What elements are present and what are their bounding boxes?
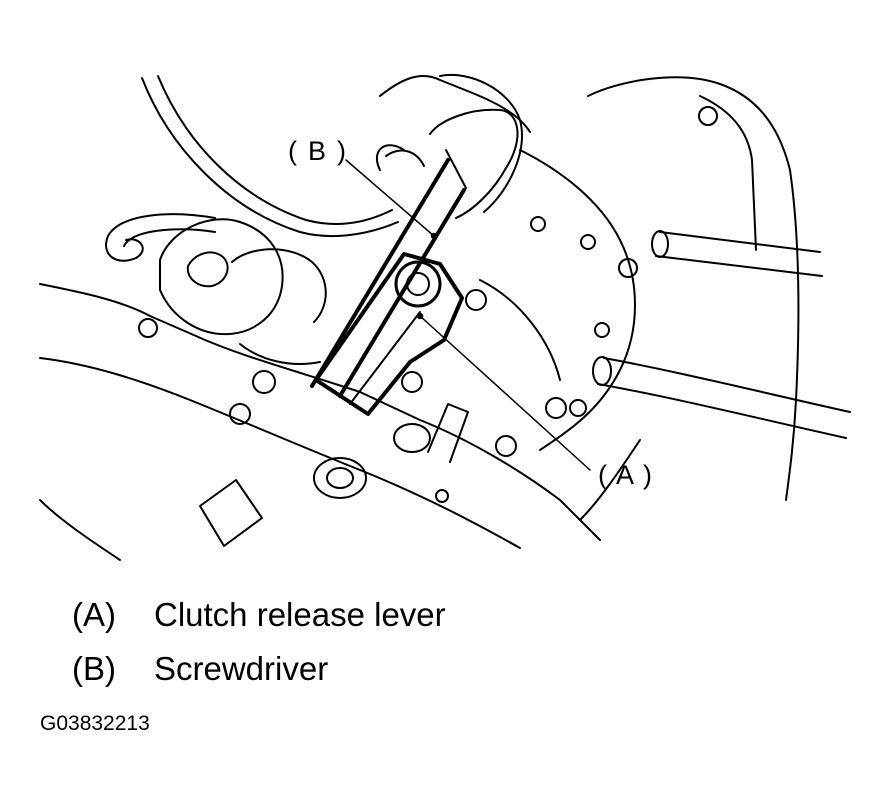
legend-item-a: (A) Clutch release lever [72, 598, 446, 631]
clutch-release-lever-illustration: (B) (A) [39, 73, 851, 561]
shaft-right-upper [651, 230, 823, 277]
leader-lines [345, 159, 591, 471]
screwdriver [310, 108, 519, 398]
shaft-right-lower [592, 356, 851, 439]
cable [141, 75, 399, 238]
legend-label-a: Clutch release lever [154, 596, 446, 633]
bottom-pipe [199, 403, 469, 547]
legend-key-b: (B) [72, 650, 116, 687]
figure-code: G03832213 [40, 712, 150, 735]
legend-label-b: Screwdriver [154, 650, 329, 687]
callout-b: (B) [288, 136, 346, 166]
bolts [138, 106, 718, 503]
legend-key-a: (A) [72, 596, 116, 633]
washers [313, 423, 431, 499]
mounting-bracket [159, 218, 327, 365]
hand [376, 73, 523, 213]
hose [105, 213, 216, 262]
transmission-case [39, 75, 800, 561]
callout-a: (A) [598, 460, 652, 490]
legend-item-b: (B) Screwdriver [72, 652, 328, 685]
